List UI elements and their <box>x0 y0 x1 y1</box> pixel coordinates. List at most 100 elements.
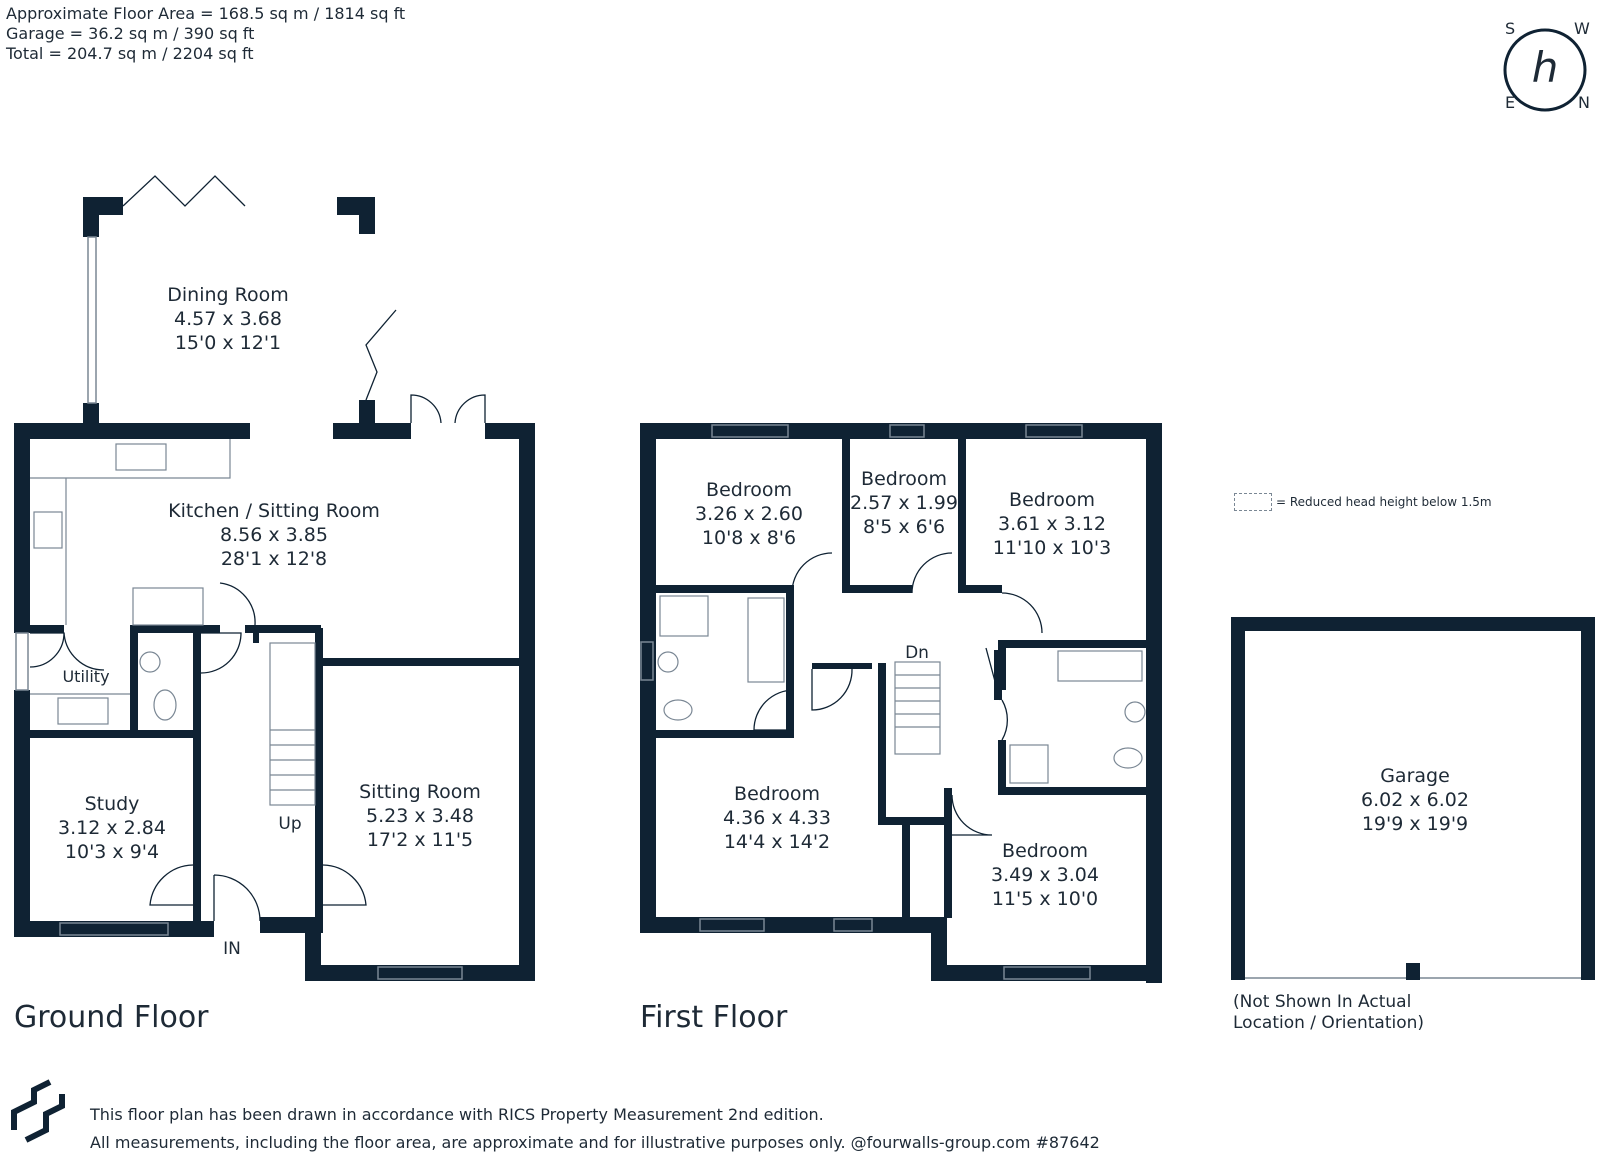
bed4-metric: 4.36 x 4.33 <box>723 807 831 829</box>
kitchen-hob <box>33 511 63 549</box>
study-window <box>59 922 169 936</box>
bed1-bed2-partition <box>842 439 850 587</box>
garage-door-post <box>1406 963 1420 980</box>
study-imperial: 10'3 x 9'4 <box>65 841 159 863</box>
bed2-name: Bedroom <box>861 468 947 490</box>
bathroom-shower <box>659 595 709 637</box>
garage-wall-east <box>1581 617 1595 980</box>
bed5-west-partition <box>944 788 952 918</box>
first-staircase <box>894 661 941 755</box>
kitchen-metric: 8.56 x 3.85 <box>220 524 328 546</box>
bed3-name: Bedroom <box>1009 489 1095 511</box>
bed4-name: Bedroom <box>734 783 820 805</box>
ground-stair-treads <box>270 729 315 791</box>
dining-wall-ne-post2 <box>359 197 375 234</box>
garage-wall-north <box>1231 617 1595 631</box>
combined-area: Total = 204.7 sq m / 2204 sq ft <box>6 44 254 63</box>
utility-door <box>29 632 65 668</box>
ensuite-basin <box>1124 701 1146 723</box>
bed2-window <box>889 424 925 438</box>
bed4-window-b <box>833 918 873 932</box>
bed5-window <box>1003 966 1091 980</box>
ground-wall-west-lower <box>14 690 30 937</box>
bed2-door <box>911 552 953 594</box>
dining-room-metric: 4.57 x 3.68 <box>174 308 282 330</box>
bathroom-partition-east <box>786 585 794 735</box>
first-floor-title: First Floor <box>640 1000 788 1035</box>
front-door <box>213 874 261 922</box>
ground-wall-study-south <box>14 921 214 937</box>
kitchen-sink <box>115 443 167 471</box>
bed1-south-partition <box>656 585 792 593</box>
garage-metric: 6.02 x 6.02 <box>1361 789 1469 811</box>
kitchen-french-door-left <box>410 394 442 424</box>
first-stair-treads <box>895 674 940 728</box>
bed5-metric: 3.49 x 3.04 <box>991 864 1099 886</box>
bathroom-window <box>640 641 654 681</box>
wc-toilet <box>153 689 177 721</box>
kitchen-island <box>132 587 204 626</box>
landing-door <box>811 668 853 711</box>
bathroom-basin <box>657 651 679 673</box>
wc-door <box>200 632 242 674</box>
compass-n: N <box>1578 93 1590 112</box>
hall-stair-partition <box>253 633 259 643</box>
landing-partition-a <box>812 663 872 669</box>
bed1-name: Bedroom <box>706 479 792 501</box>
bed2-metric: 2.57 x 1.99 <box>850 492 958 514</box>
utility-name: Utility <box>62 667 109 686</box>
utility-window <box>15 632 29 691</box>
dining-wall-west <box>83 197 99 237</box>
kitchen-sitting-partition <box>321 658 535 666</box>
sitting-door <box>322 864 367 906</box>
kitchen-name: Kitchen / Sitting Room <box>168 500 380 522</box>
legend-dashed-box-icon <box>1234 493 1272 511</box>
first-wall-south-left <box>640 917 940 933</box>
ensuite-shower <box>1009 744 1049 784</box>
dining-bifold-north <box>122 175 246 207</box>
kitchen-hall-partition <box>245 625 321 633</box>
bed3-south-partition <box>958 585 1002 593</box>
garage-location-note: (Not Shown In Actual Location / Orientat… <box>1233 992 1424 1034</box>
stairs-down-label: Dn <box>905 643 929 663</box>
garage-note-line1: (Not Shown In Actual <box>1233 992 1412 1012</box>
stairs-up-label: Up <box>278 814 301 834</box>
sitting-hall-partition <box>315 628 323 933</box>
garage-imperial: 19'9 x 19'9 <box>1362 813 1468 835</box>
bed2-imperial: 8'5 x 6'6 <box>863 516 945 538</box>
footer-rics-note: This floor plan has been drawn in accord… <box>90 1105 824 1124</box>
bed1-metric: 3.26 x 2.60 <box>695 503 803 525</box>
legend-text: = Reduced head height below 1.5m <box>1276 495 1492 509</box>
ensuite-toilet <box>1113 747 1143 769</box>
total-floor-area: Approximate Floor Area = 168.5 sq m / 18… <box>6 4 406 23</box>
first-wall-west <box>640 423 656 933</box>
ground-floor-title: Ground Floor <box>14 1000 209 1035</box>
bed5-name: Bedroom <box>1002 840 1088 862</box>
sitting-window <box>377 966 463 980</box>
ensuite-partition-west-lower <box>998 740 1006 795</box>
compass-badge: h S W E N <box>1503 19 1590 112</box>
kitchen-wall-north-mid <box>333 423 411 439</box>
stair-partition-west <box>878 663 886 825</box>
ground-wall-west-upper <box>14 423 30 633</box>
ensuite-partition-south <box>998 787 1146 795</box>
entrance-label: IN <box>223 939 241 959</box>
dining-room-name: Dining Room <box>167 284 288 306</box>
ensuite-door <box>1001 699 1009 741</box>
bed1-door <box>791 552 833 594</box>
ground-wall-south-right <box>305 965 535 981</box>
wc-partition-north <box>130 625 220 633</box>
bathroom-bath <box>747 597 785 683</box>
bed4-closet-partition <box>902 825 910 917</box>
bed3-door <box>1001 592 1043 634</box>
wc-hall-partition <box>193 625 201 925</box>
kitchen-wall-north-left <box>14 423 250 439</box>
ground-wall-hall-south <box>260 917 321 933</box>
bathroom-toilet <box>663 699 693 721</box>
sitting-room-metric: 5.23 x 3.48 <box>366 805 474 827</box>
bed4-imperial: 14'4 x 14'2 <box>724 831 830 853</box>
utility-wc-partition <box>130 625 138 735</box>
first-wall-south-step <box>931 917 947 981</box>
ensuite-bath <box>1057 650 1143 682</box>
